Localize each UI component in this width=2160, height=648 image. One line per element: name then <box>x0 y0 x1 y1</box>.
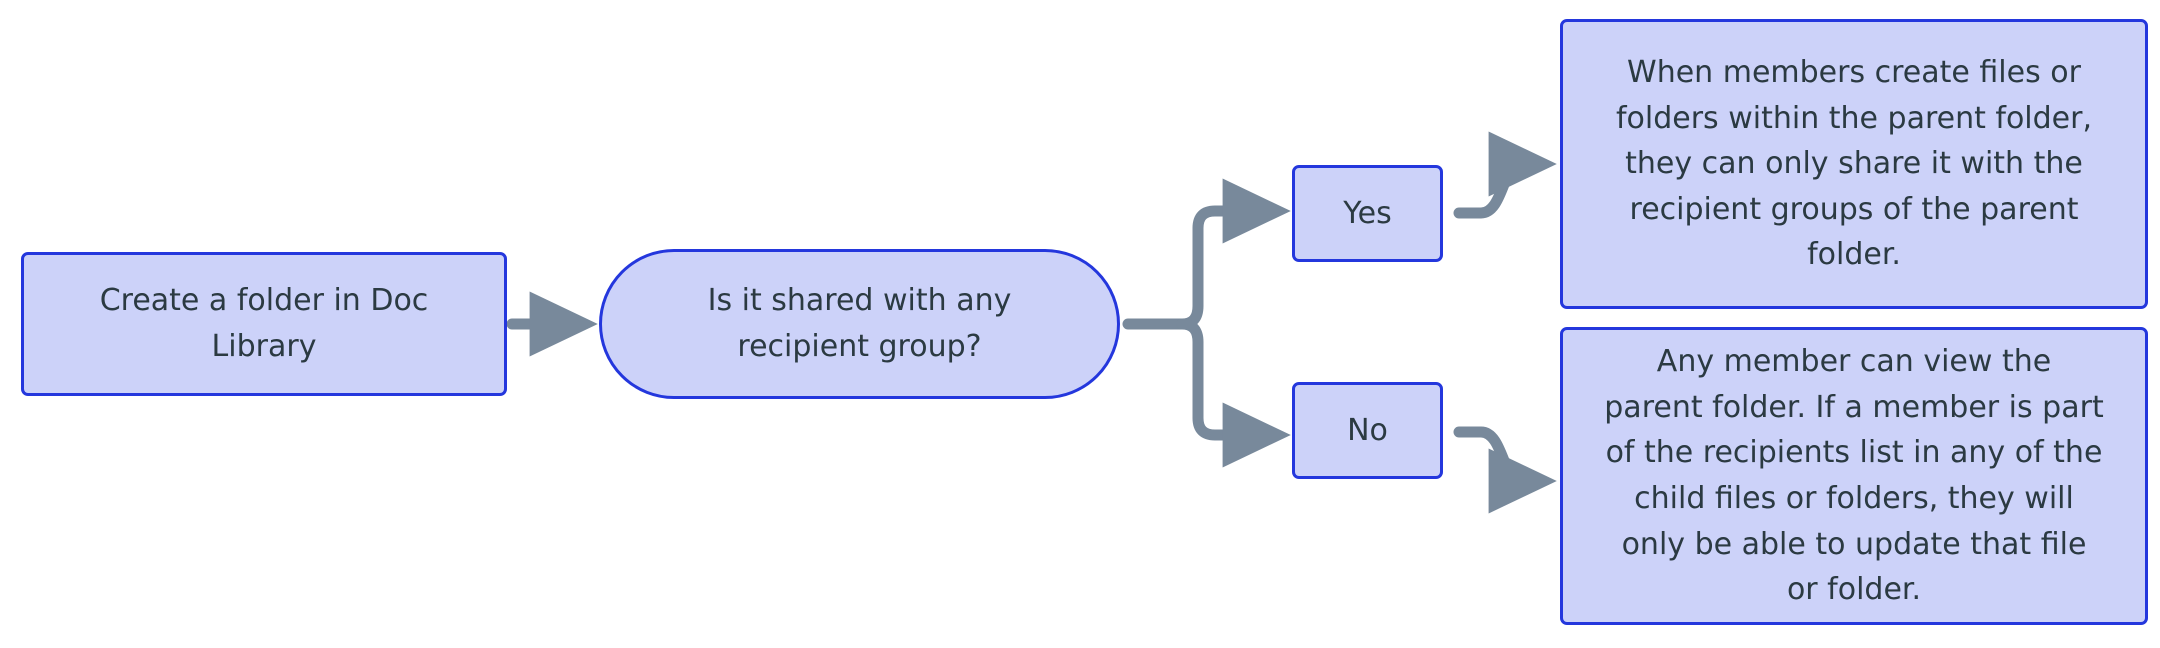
edge-no-to-no-outcome <box>1453 426 1557 514</box>
node-no-outcome-label: Any member can view the parent folder. I… <box>1604 344 2104 608</box>
node-shared-with-recipient-group-decision-label: Is it shared with any recipient group? <box>707 283 1012 364</box>
node-yes-label: Yes <box>1343 195 1392 231</box>
node-create-folder-label: Create a folder in Doc Library <box>99 283 429 364</box>
node-no[interactable]: No <box>1292 382 1443 479</box>
node-shared-with-recipient-group-decision[interactable]: Is it shared with any recipient group? <box>599 249 1120 399</box>
node-yes-outcome[interactable]: When members create files or folders wit… <box>1560 19 2148 309</box>
node-no-outcome[interactable]: Any member can view the parent folder. I… <box>1560 327 2148 625</box>
node-no-label: No <box>1347 412 1388 448</box>
node-yes-outcome-label: When members create files or folders wit… <box>1615 55 2093 273</box>
edge-yes-to-yes-outcome <box>1453 131 1557 219</box>
node-create-folder[interactable]: Create a folder in Doc Library <box>21 252 507 396</box>
edge-decision-to-no <box>1176 318 1291 468</box>
node-yes[interactable]: Yes <box>1292 165 1443 262</box>
edge-decision-to-yes <box>1176 178 1291 330</box>
